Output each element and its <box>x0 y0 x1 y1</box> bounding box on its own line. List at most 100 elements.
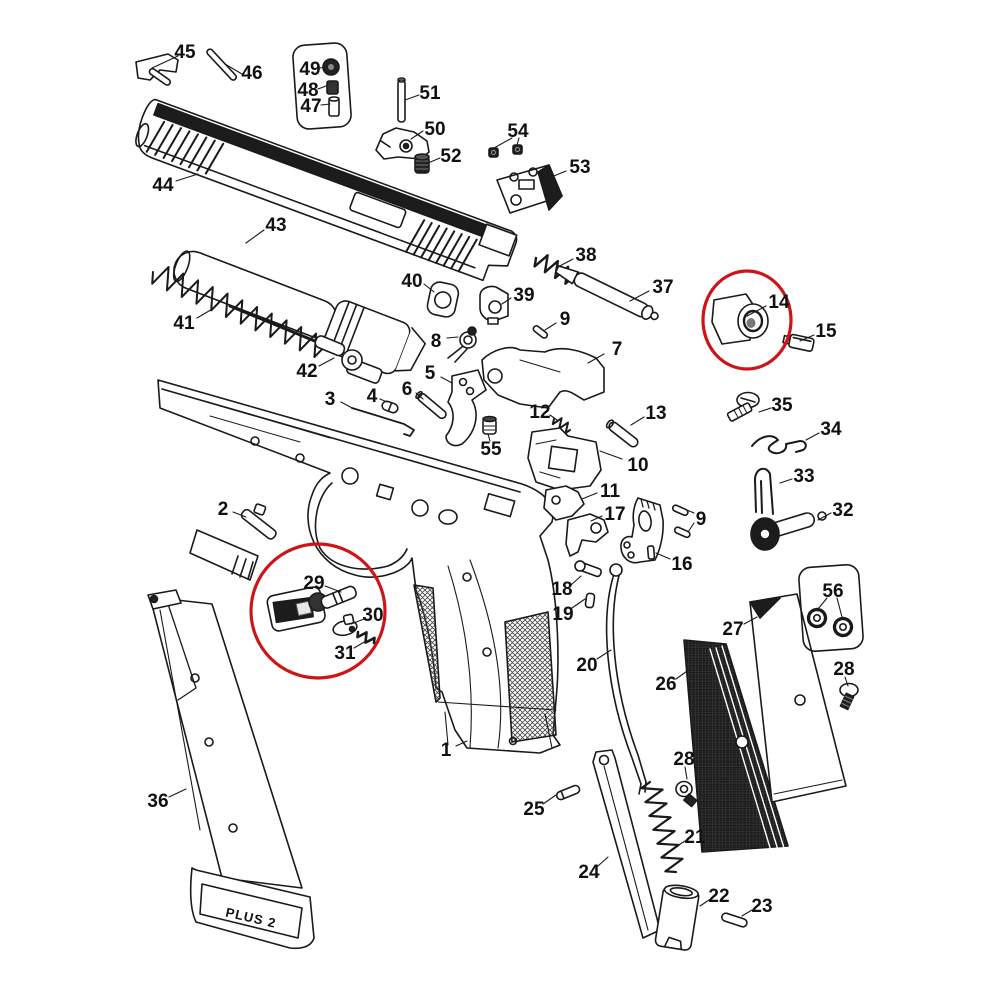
leader-line-46 <box>224 63 243 75</box>
part-label-4: 4 <box>367 386 378 407</box>
part-label-50: 50 <box>424 119 445 140</box>
part-label-54: 54 <box>507 121 529 142</box>
part-7-lifter <box>481 346 605 409</box>
part-9-pin-top <box>532 325 549 339</box>
mag-release-group-circle <box>249 542 387 680</box>
leader-line-39 <box>501 297 512 305</box>
part-label-51: 51 <box>419 83 441 104</box>
part-label-19: 19 <box>552 604 573 625</box>
part-label-46: 46 <box>241 63 262 84</box>
leader-line-10 <box>599 450 623 460</box>
part-label-34: 34 <box>820 419 842 440</box>
part-label-35: 35 <box>771 395 793 416</box>
part-46-pin <box>206 48 238 81</box>
part-label-9: 9 <box>696 509 707 530</box>
part-label-52: 52 <box>440 146 461 167</box>
part-44-slide <box>135 98 518 282</box>
leader-line-13 <box>630 416 645 426</box>
leader-line-38 <box>555 258 574 269</box>
part-label-27: 27 <box>722 619 743 640</box>
part-label-7: 7 <box>612 339 623 360</box>
part-25-pin <box>555 784 581 801</box>
part-label-15: 15 <box>815 321 837 342</box>
leader-line-54 <box>516 137 520 146</box>
part-40-plate <box>426 281 460 318</box>
part-label-2: 2 <box>218 499 229 520</box>
part-4-roller <box>381 400 399 414</box>
leader-line-9 <box>544 322 557 331</box>
leader-line-8 <box>446 336 459 339</box>
part-2-lever <box>189 503 277 581</box>
part-label-26: 26 <box>655 674 676 695</box>
part-label-9: 9 <box>560 309 571 330</box>
part-label-38: 38 <box>575 245 596 266</box>
part-label-5: 5 <box>425 363 436 384</box>
leader-line-19 <box>571 598 586 609</box>
part-54-screws <box>488 144 523 158</box>
part-16-hammer <box>620 497 664 564</box>
leader-line-43 <box>245 229 265 244</box>
part-label-1: 1 <box>441 740 452 761</box>
leader-line-21 <box>673 840 686 849</box>
part-56-washers <box>798 564 864 652</box>
leader-line-28 <box>844 676 849 687</box>
leader-line-23 <box>741 909 753 917</box>
leader-line-29 <box>324 585 342 593</box>
part-label-40: 40 <box>401 271 422 292</box>
part-34-wire-spring <box>751 435 807 455</box>
part-label-24: 24 <box>578 862 600 883</box>
part-24-spring-arm <box>592 749 661 939</box>
part-label-21: 21 <box>684 827 706 848</box>
leader-line-1 <box>455 740 468 747</box>
part-label-45: 45 <box>174 42 196 63</box>
part-label-44: 44 <box>152 175 174 196</box>
part-27-grip-right <box>749 593 847 803</box>
part-label-18: 18 <box>551 579 572 600</box>
part-label-56: 56 <box>822 581 843 602</box>
leader-line-18 <box>570 575 582 586</box>
leader-line-56 <box>817 597 828 610</box>
part-8-spring-pin <box>447 326 477 363</box>
part-label-11: 11 <box>600 481 621 502</box>
leader-line-33 <box>779 478 793 484</box>
leader-line-31 <box>353 640 367 649</box>
leader-line-36 <box>168 788 187 798</box>
part-28-grip-screw-right <box>839 682 859 711</box>
leader-line-15 <box>799 334 815 342</box>
part-label-39: 39 <box>513 285 534 306</box>
part-31-spring <box>356 630 376 645</box>
part-label-23: 23 <box>751 896 772 917</box>
part-label-28: 28 <box>673 749 694 770</box>
leader-line-52 <box>427 157 441 164</box>
part-label-33: 33 <box>793 466 814 487</box>
leader-line-25 <box>542 794 557 805</box>
leader-line-32 <box>817 512 832 521</box>
safety-group-circle <box>701 269 793 371</box>
part-label-36: 36 <box>147 791 168 812</box>
part-label-37: 37 <box>652 277 673 298</box>
leader-line-7 <box>587 353 605 364</box>
leader-line-6 <box>415 392 424 400</box>
part-label-31: 31 <box>334 643 356 664</box>
part-label-25: 25 <box>523 799 545 820</box>
part-label-53: 53 <box>569 157 590 178</box>
part-51-pin <box>397 77 406 123</box>
leader-line-17 <box>590 515 603 522</box>
part-37-firing-pin <box>554 265 659 321</box>
part-1-frame <box>157 379 561 754</box>
part-18-pin <box>574 560 602 578</box>
leader-line-50 <box>410 130 424 140</box>
part-17-sear <box>565 513 609 557</box>
leader-line-20 <box>596 649 612 660</box>
leader-line-35 <box>758 407 772 413</box>
leader-line-14 <box>746 305 767 317</box>
leader-line-42 <box>318 357 335 367</box>
leader-line-48 <box>317 85 327 90</box>
part-30-catch <box>332 613 358 637</box>
part-label-20: 20 <box>576 655 597 676</box>
part-35-screw <box>726 391 760 422</box>
part-10-sear-cage <box>527 427 602 491</box>
